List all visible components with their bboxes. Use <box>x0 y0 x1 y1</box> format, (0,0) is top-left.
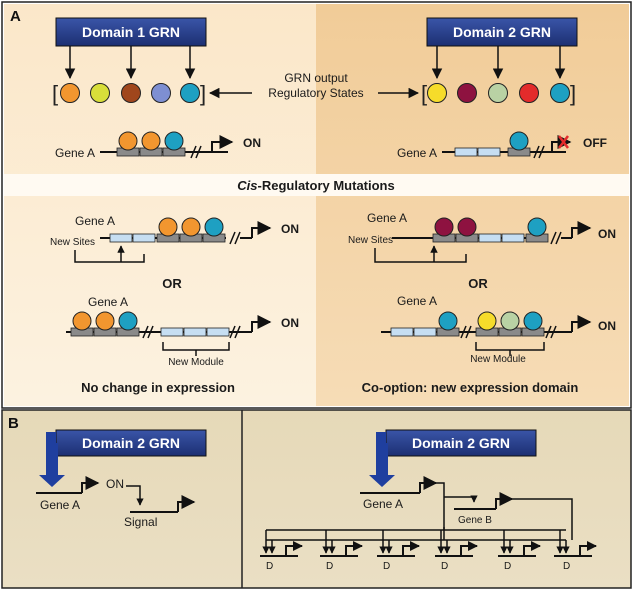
domain2-background <box>316 4 629 406</box>
domain2-output-arrows <box>431 46 566 80</box>
gene-a-label: Gene A <box>40 498 80 512</box>
or-label-right: OR <box>468 276 488 291</box>
grn-output-label: GRN output Regulatory States <box>208 71 420 100</box>
domain1-regulatory-states: [ ] <box>52 81 206 106</box>
d-gene-2: D <box>320 530 363 572</box>
state-dot-maroon <box>457 83 477 103</box>
gene-a-label: Gene A <box>397 146 437 160</box>
state-dot-sage <box>488 83 508 103</box>
right-new-sites-construct: Gene A ON New Sites <box>348 211 616 263</box>
new-sites-label: New Sites <box>50 237 95 248</box>
d-genes-row: D D D D D <box>260 530 597 572</box>
svg-text:D: D <box>504 561 511 572</box>
on-label: ON <box>598 227 616 241</box>
gene-a-domain1-on: Gene A ON <box>55 131 261 160</box>
domain1-output-arrows <box>64 46 196 80</box>
domain2-grn-header: Domain 2 GRN <box>426 17 578 47</box>
gene-a-label: Gene A <box>55 146 95 160</box>
right-new-module-construct: Gene A ON New Module <box>381 294 616 365</box>
left-new-module-construct: Gene A ON New Module <box>66 295 299 368</box>
off-label: OFF <box>583 136 607 150</box>
new-module-label: New Module <box>470 354 526 365</box>
on-label: ON <box>281 222 299 236</box>
svg-text:D: D <box>563 561 570 572</box>
left-new-sites-construct: Gene A ON New Sites <box>50 214 299 263</box>
gene-a-label: Gene A <box>367 211 407 225</box>
d-gene-5: D <box>498 530 541 572</box>
panel-a-letter: A <box>10 8 21 25</box>
state-dot-yellow <box>427 83 447 103</box>
gene-a-label: Gene A <box>75 214 115 228</box>
state-dot-red <box>519 83 539 103</box>
co-option-caption: Co-option: new expression domain <box>362 380 579 395</box>
gene-a-label: Gene A <box>88 295 128 309</box>
cis-band <box>4 174 629 196</box>
input-arrow-icon <box>369 432 395 487</box>
domain2-grn-label: Domain 2 GRN <box>453 24 551 40</box>
input-arrow-icon <box>39 432 65 487</box>
domain2-grn-label: Domain 2 GRN <box>82 435 180 451</box>
on-label: ON <box>243 136 261 150</box>
domain1-grn-header: Domain 1 GRN <box>55 17 207 47</box>
domain1-background <box>4 4 316 406</box>
d-gene-1: D <box>260 530 303 572</box>
panel-b-left: Domain 2 GRN ON Gene A Signal <box>36 429 207 529</box>
panel-b-letter: B <box>8 415 19 432</box>
domain1-grn-label: Domain 1 GRN <box>82 24 180 40</box>
new-sites-label: New Sites <box>348 235 393 246</box>
svg-text:D: D <box>441 561 448 572</box>
svg-text:D: D <box>326 561 333 572</box>
or-label-left: OR <box>162 276 182 291</box>
grn-output-line1: GRN output <box>284 71 348 85</box>
bracket-right-icon: ] <box>570 81 576 106</box>
grn-output-line2: Regulatory States <box>268 86 363 100</box>
state-dot-brown <box>121 83 141 103</box>
signal-label: Signal <box>124 515 157 529</box>
on-label: ON <box>281 316 299 330</box>
state-dot-periwinkle <box>151 83 171 103</box>
bracket-left-icon: [ <box>421 81 427 106</box>
domain2-grn-label: Domain 2 GRN <box>412 435 510 451</box>
gene-b-label: Gene B <box>458 515 492 526</box>
state-dot-yellow-green <box>90 83 110 103</box>
gene-a-label: Gene A <box>363 497 403 511</box>
d-gene-4: D <box>435 530 478 572</box>
no-change-caption: No change in expression <box>81 380 235 395</box>
panel-b-right: Domain 2 GRN Gene A Gene B <box>266 429 573 541</box>
gene-a-label: Gene A <box>397 294 437 308</box>
state-dot-orange <box>60 83 80 103</box>
bracket-left-icon: [ <box>52 81 58 106</box>
on-label: ON <box>598 319 616 333</box>
new-module-label: New Module <box>168 357 224 368</box>
cis-regulatory-title: Cis-Regulatory Mutations <box>237 178 394 193</box>
domain2-regulatory-states: [ ] <box>421 81 576 106</box>
svg-text:D: D <box>383 561 390 572</box>
state-dot-teal <box>180 83 200 103</box>
svg-text:D: D <box>266 561 273 572</box>
bracket-right-icon: ] <box>200 81 206 106</box>
state-dot-teal <box>550 83 570 103</box>
on-label: ON <box>106 477 124 491</box>
d-gene-3: D <box>377 530 420 572</box>
d-gene-6: D <box>554 530 597 572</box>
gene-a-domain2-off: Gene A OFF <box>397 131 607 160</box>
